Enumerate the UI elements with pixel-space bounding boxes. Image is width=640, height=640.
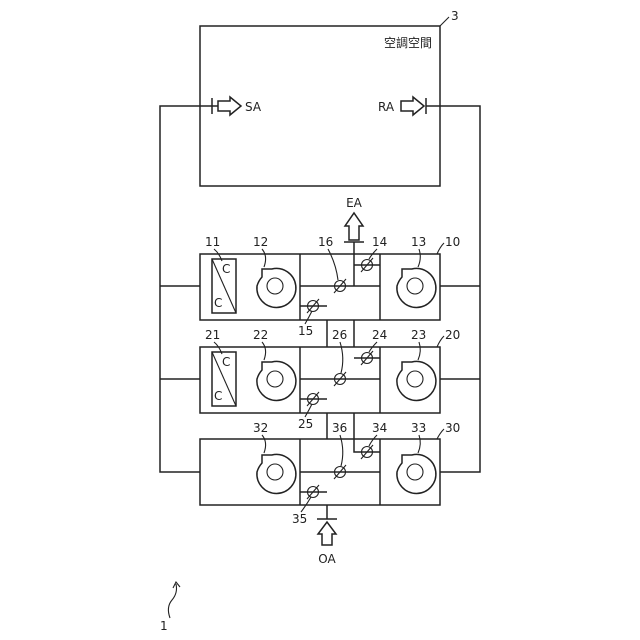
unit-20-ref: 20 [445, 328, 460, 342]
unit-10-coil-ref: 11 [205, 235, 220, 249]
unit-30-ref: 30 [445, 421, 460, 435]
unit-20-supply-fan-ref: 22 [253, 328, 268, 342]
unit-30-return-fan-ref: 33 [411, 421, 426, 435]
unit-10-damper-mix-ref: 16 [318, 235, 333, 249]
exhaust-air-arrow-icon [345, 213, 363, 240]
coil-letter: C [222, 355, 230, 369]
supply-air-label: SA [245, 100, 262, 114]
unit-30-supply-fan-ref: 32 [253, 421, 268, 435]
unit-20-coil-ref: 21 [205, 328, 220, 342]
coil-letter: C [214, 296, 222, 310]
unit-20-return-fan-ref: 23 [411, 328, 426, 342]
unit-10-return-fan-ref: 13 [411, 235, 426, 249]
system-ref: 1 [160, 619, 168, 633]
exhaust-air-outlet: EA [344, 196, 364, 242]
conditioned-space-ref: 3 [451, 9, 459, 23]
unit-30-damper-exhaust-ref: 34 [372, 421, 387, 435]
unit-10-supply-fan-ref: 12 [253, 235, 268, 249]
unit-30-damper-outdoor-ref: 35 [292, 512, 307, 526]
conditioned-space-leader [440, 17, 449, 26]
system-ref-leader [168, 584, 176, 618]
return-air-label: RA [378, 100, 395, 114]
coil-letter: C [214, 389, 222, 403]
outdoor-air-arrow-icon [318, 522, 336, 545]
unit-10-damper-exhaust-ref: 14 [372, 235, 387, 249]
exhaust-air-label: EA [346, 196, 363, 210]
air-handling-unit-20: C C 21 22 26 24 [200, 328, 460, 431]
unit-10-ref: 10 [445, 235, 460, 249]
air-handling-unit-10: C C 11 12 16 14 [200, 235, 460, 338]
outdoor-air-inlet: OA [317, 519, 337, 566]
conditioned-space-box [200, 26, 440, 186]
unit-20-damper-mix-ref: 26 [332, 328, 347, 342]
coil-letter: C [222, 262, 230, 276]
unit-20-damper-outdoor-ref: 25 [298, 417, 313, 431]
conditioned-space-label: 空調空間 [384, 36, 432, 50]
outdoor-air-label: OA [318, 552, 336, 566]
unit-10-damper-outdoor-ref: 15 [298, 324, 313, 338]
unit-30-damper-mix-ref: 36 [332, 421, 347, 435]
unit-20-damper-exhaust-ref: 24 [372, 328, 387, 342]
air-handling-unit-30: 32 36 34 33 30 35 [200, 419, 460, 526]
